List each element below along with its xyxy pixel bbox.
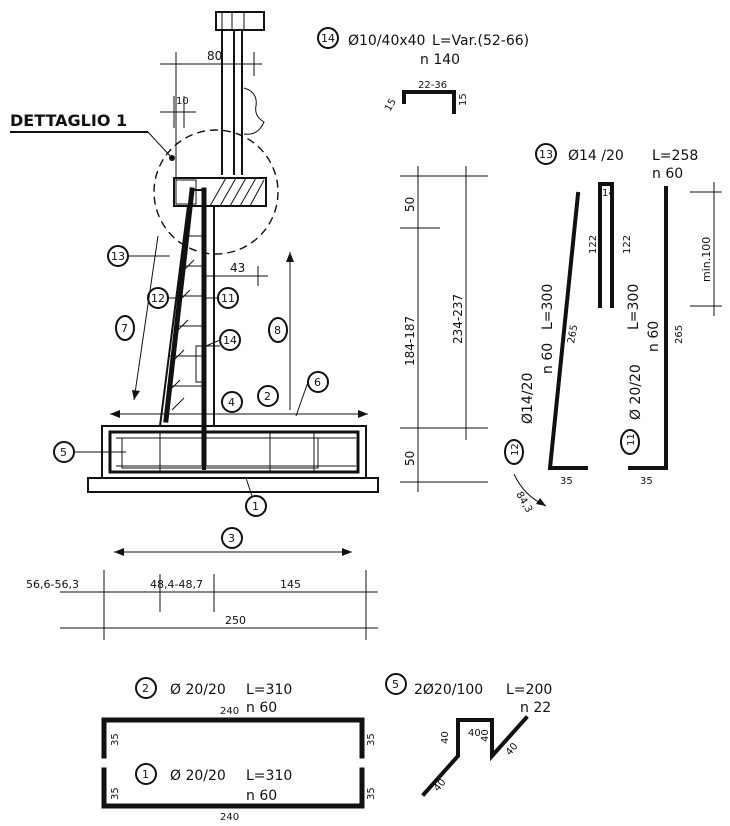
mark-2: 2 xyxy=(264,390,271,403)
vertical-dimensions: 50 184-187 234-237 50 xyxy=(400,166,488,492)
bar-12-dim-leg: 265 xyxy=(566,324,580,345)
bar-1: 1 Ø 20/20 L=310 n 60 240 35 35 xyxy=(101,763,377,823)
bar-1-dim-bottom: 240 xyxy=(220,812,239,823)
dimension-seg2: 48,4-48,7 xyxy=(150,578,203,591)
mark-8: 8 xyxy=(274,324,281,337)
dim-right-range: 234-237 xyxy=(451,294,465,344)
mark-1: 1 xyxy=(252,500,259,513)
dimension-seg3: 145 xyxy=(280,578,301,591)
dim-left-range: 184-187 xyxy=(403,316,417,366)
bar-12: 265 35 L=300 n 60 Ø14/20 12 84,3 xyxy=(504,191,588,515)
bar-2-length: L=310 xyxy=(246,682,292,698)
bar-13-count: n 60 xyxy=(652,166,683,182)
bar-14-spec: Ø10/40x40 xyxy=(348,33,425,49)
footing xyxy=(87,424,379,493)
mark-12: 12 xyxy=(151,292,165,305)
lean-concrete xyxy=(87,477,379,493)
mark-13: 13 xyxy=(111,250,125,263)
section-callouts: 13 12 11 14 7 8 4 2 6 5 xyxy=(53,245,329,549)
dimension-10: 10 xyxy=(176,96,189,107)
mark-7: 7 xyxy=(121,322,128,335)
bar-2-mark: 2 xyxy=(142,682,149,695)
dim-upper-50: 50 xyxy=(403,197,417,212)
bar-13-dim-short: 14 xyxy=(602,188,615,199)
bar-2-count: n 60 xyxy=(246,700,277,716)
bar-14-dim-left: 15 xyxy=(383,97,399,114)
mark-5: 5 xyxy=(60,446,67,459)
mark-6: 6 xyxy=(314,376,321,389)
wall-cap xyxy=(173,177,267,207)
bar-2-dim-right: 35 xyxy=(366,733,377,746)
bar-12-spec: Ø14/20 xyxy=(520,373,536,424)
mark-4: 4 xyxy=(228,396,235,409)
dimension-top-width: 80 xyxy=(160,49,262,180)
guardrail-post xyxy=(215,11,265,175)
dimension-seg1: 56,6-56,3 xyxy=(26,578,79,591)
bar-5-dim-3: 40 xyxy=(480,729,491,742)
bar-2-spec: Ø 20/20 xyxy=(170,682,226,698)
bar-1-length: L=310 xyxy=(246,768,292,784)
bar-13-mark: 13 xyxy=(539,148,553,161)
overall-dimension xyxy=(114,548,352,556)
bar-11-mark: 11 xyxy=(626,433,637,446)
bar-13-spec: Ø14 /20 xyxy=(568,148,624,164)
dimension-43: 43 xyxy=(230,261,245,275)
wall-stem xyxy=(159,187,220,467)
dimension-detail-width: 10 xyxy=(160,96,196,128)
detail-callout: DETTAGLIO 1 xyxy=(10,111,279,255)
bar-14: 14 Ø10/40x40 L=Var.(52-66) n 140 22-36 1… xyxy=(317,27,529,114)
bar-12-mark: 12 xyxy=(510,443,521,456)
bar-11-dim-foot: 35 xyxy=(640,476,653,487)
mark-3: 3 xyxy=(228,532,235,545)
bar-11: 265 35 L=300 n 60 Ø 20/20 11 xyxy=(620,186,685,487)
mark-14: 14 xyxy=(223,334,237,347)
bar-13: 13 Ø14 /20 L=258 n 60 14 122 122 min.100 xyxy=(535,143,722,316)
bar-2: 2 Ø 20/20 L=310 n 60 240 35 35 xyxy=(101,677,377,759)
stem-dimension-lines: 43 xyxy=(132,235,294,410)
bar-5-mark: 5 xyxy=(392,678,399,691)
dim-lower-50: 50 xyxy=(403,451,417,466)
bar-11-dim-leg: 265 xyxy=(674,325,685,344)
bar-5-dim-2: 40 xyxy=(468,728,481,739)
bar-14-mark: 14 xyxy=(321,32,335,45)
bar-13-dim-right: 122 xyxy=(622,235,633,254)
bar-14-count: n 140 xyxy=(420,52,460,68)
mark-11: 11 xyxy=(221,292,235,305)
bar-1-mark: 1 xyxy=(142,768,149,781)
bar-13-dim-min: min.100 xyxy=(700,237,713,282)
bar-5: 5 2Ø20/100 L=200 n 22 40 40 40 40 40 xyxy=(385,673,552,797)
bar-14-dim-top: 22-36 xyxy=(418,80,447,91)
bar-5-dim-1: 40 xyxy=(440,731,451,744)
bar-1-spec: Ø 20/20 xyxy=(170,768,226,784)
detail-circle xyxy=(153,129,279,255)
bar-12-length: L=300 xyxy=(540,284,556,330)
bar-12-count: n 60 xyxy=(540,343,556,374)
bar-5-length: L=200 xyxy=(506,682,552,698)
bar-11-count: n 60 xyxy=(646,321,662,352)
bar-12-dim-foot: 35 xyxy=(560,476,573,487)
bar-5-spec: 2Ø20/100 xyxy=(414,682,483,698)
bar-14-length: L=Var.(52-66) xyxy=(432,33,529,49)
bar-12-angle: 84,3 xyxy=(513,490,534,515)
bar-13-length: L=258 xyxy=(652,148,698,164)
bar-5-dim-4: 40 xyxy=(504,741,521,758)
bar-11-length: L=300 xyxy=(626,284,642,330)
detail-label: DETTAGLIO 1 xyxy=(10,111,127,130)
base-arrow-line xyxy=(110,410,368,418)
wall-section: 80 10 DETTAGLIO 1 xyxy=(10,11,379,640)
leader-dot xyxy=(169,155,175,161)
footing-dimensions: 56,6-56,3 48,4-48,7 145 250 xyxy=(26,570,378,640)
dimension-80: 80 xyxy=(207,49,222,63)
bar-1-dim-right: 35 xyxy=(366,787,377,800)
bar-1-dim-left: 35 xyxy=(110,787,121,800)
bar-5-count: n 22 xyxy=(520,700,551,716)
bar-2-dim-top: 240 xyxy=(220,706,239,717)
dimension-total: 250 xyxy=(225,614,246,627)
bar-1-count: n 60 xyxy=(246,788,277,804)
bar-2-dim-left: 35 xyxy=(110,733,121,746)
bar-13-dim-left: 122 xyxy=(588,235,599,254)
bar-11-spec: Ø 20/20 xyxy=(628,364,644,420)
bar-14-dim-right: 15 xyxy=(458,93,469,106)
